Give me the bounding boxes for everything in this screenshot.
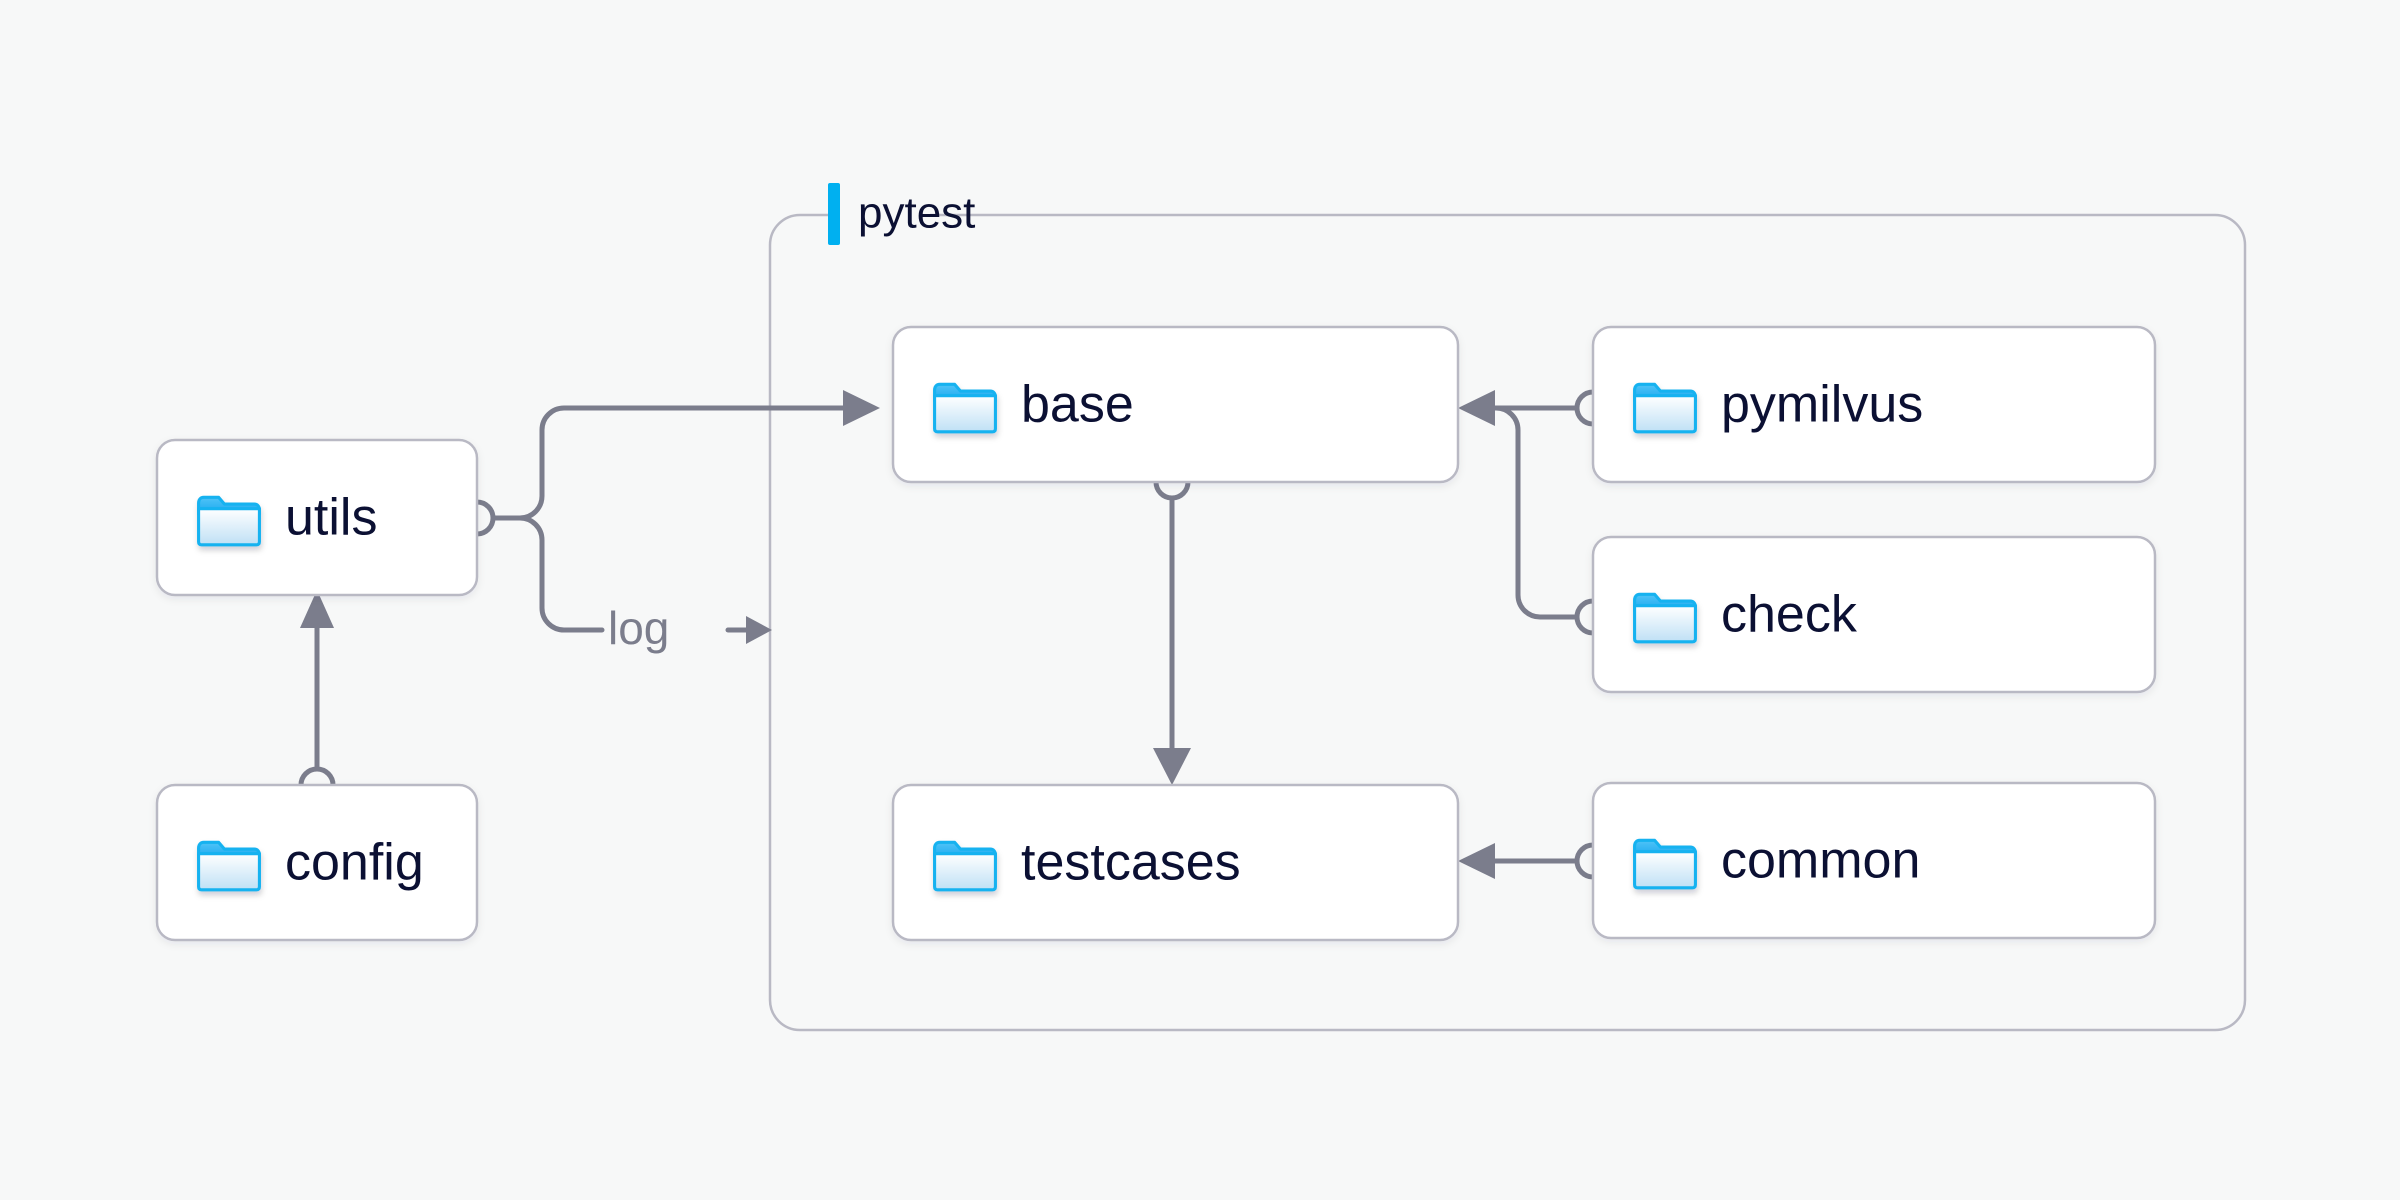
- node-pymilvus-label: pymilvus: [1721, 376, 1923, 434]
- edge-base-to-testcases-arrowhead: [1153, 748, 1191, 785]
- node-testcases-box: [891, 783, 1460, 942]
- node-pymilvus[interactable]: pymilvus: [1591, 325, 2157, 484]
- edge-utils-to-log[interactable]: log: [458, 499, 772, 654]
- edge-common-to-testcases-arrowhead: [1458, 843, 1495, 879]
- edge-utils-to-base-arrowhead: [843, 390, 880, 426]
- node-utils-box: [155, 438, 479, 597]
- edge-utils-to-base-line: [490, 405, 848, 521]
- edge-base-to-testcases[interactable]: [1153, 463, 1191, 785]
- node-base-label: base: [1021, 376, 1134, 434]
- node-config-label: config: [285, 834, 424, 892]
- node-common-label: common: [1721, 832, 1920, 890]
- edge-trunk-into-base: [1458, 390, 1501, 426]
- node-base-box: [891, 325, 1460, 484]
- edge-into-base-arrowhead: [1458, 390, 1495, 426]
- node-config[interactable]: config: [155, 783, 479, 942]
- node-pymilvus-box: [1591, 325, 2157, 484]
- node-common[interactable]: common: [1591, 781, 2157, 940]
- node-check-box: [1591, 535, 2157, 694]
- node-common-box: [1591, 781, 2157, 940]
- node-utils-label: utils: [285, 489, 377, 547]
- node-base[interactable]: base: [891, 325, 1460, 484]
- edge-check-to-base[interactable]: [1490, 405, 1612, 636]
- edge-utils-to-log-line: [490, 515, 605, 633]
- node-check-label: check: [1721, 586, 1858, 644]
- node-config-box: [155, 783, 479, 942]
- folder-icon: [1633, 592, 1697, 644]
- node-check[interactable]: check: [1591, 535, 2157, 694]
- folder-icon: [197, 495, 261, 547]
- pytest-accent-bar: [828, 183, 840, 245]
- pytest-group-label: pytest: [858, 189, 975, 238]
- edge-config-to-utils-arrowhead: [300, 590, 334, 628]
- edge-utils-to-base[interactable]: [490, 390, 880, 521]
- folder-icon: [933, 840, 997, 892]
- edge-log-arrowhead: [746, 616, 772, 644]
- node-testcases[interactable]: testcases: [891, 783, 1460, 942]
- edge-common-to-testcases[interactable]: [1458, 842, 1612, 880]
- folder-icon: [1633, 838, 1697, 890]
- folder-icon: [933, 382, 997, 434]
- folder-icon: [1633, 382, 1697, 434]
- node-testcases-label: testcases: [1021, 834, 1241, 892]
- folder-icon: [197, 840, 261, 892]
- edge-label-log: log: [608, 602, 669, 654]
- edge-config-to-utils[interactable]: [298, 590, 336, 804]
- edge-check-to-base-line: [1490, 405, 1580, 620]
- pytest-group-container[interactable]: pytest: [768, 183, 2247, 1032]
- node-utils[interactable]: utils: [155, 438, 479, 597]
- pytest-group-border: [768, 213, 2247, 1032]
